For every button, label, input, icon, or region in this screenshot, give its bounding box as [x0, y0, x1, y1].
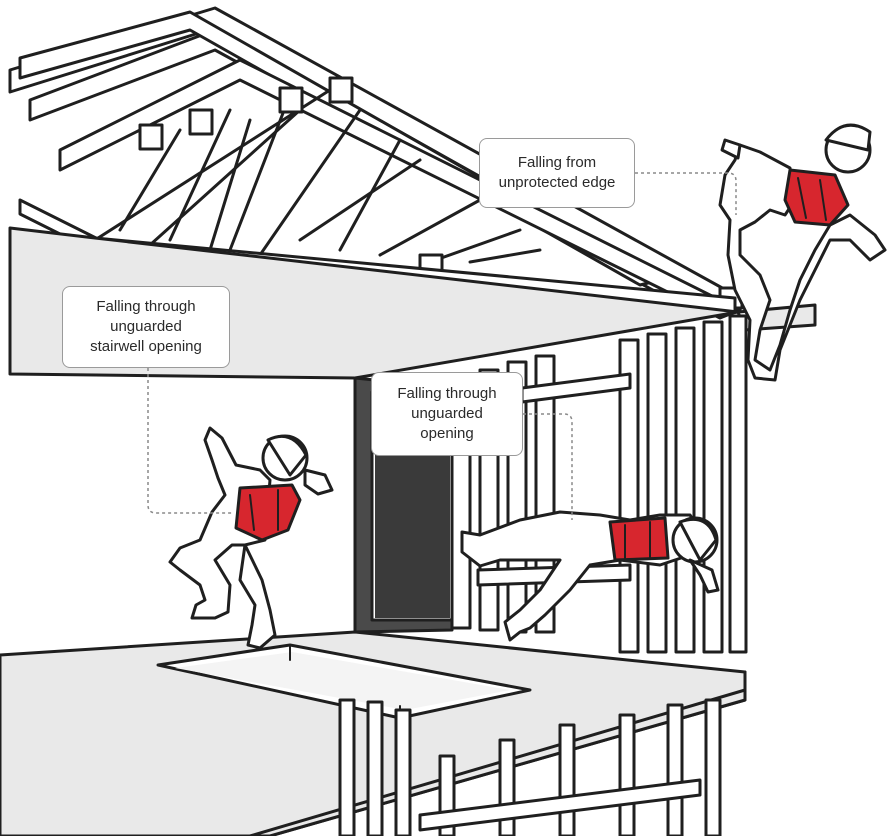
callout-unguarded-opening: Falling through unguarded opening [371, 372, 523, 456]
callout-opening-line-1: Falling through [382, 384, 512, 404]
callout-stairwell-opening: Falling through unguarded stairwell open… [62, 286, 230, 368]
callout-stair-line-1: Falling through [73, 297, 219, 317]
wall-framing [452, 316, 746, 652]
callout-edge-line-1: Falling from [490, 153, 624, 173]
worker-falling-stairwell [170, 428, 332, 648]
callout-unprotected-edge: Falling from unprotected edge [479, 138, 635, 208]
callout-opening-line-2: unguarded [382, 404, 512, 424]
callout-stair-line-3: stairwell opening [73, 337, 219, 357]
callout-opening-line-3: opening [382, 424, 512, 444]
callout-edge-line-2: unprotected edge [490, 173, 624, 193]
callout-stair-line-2: unguarded [73, 317, 219, 337]
